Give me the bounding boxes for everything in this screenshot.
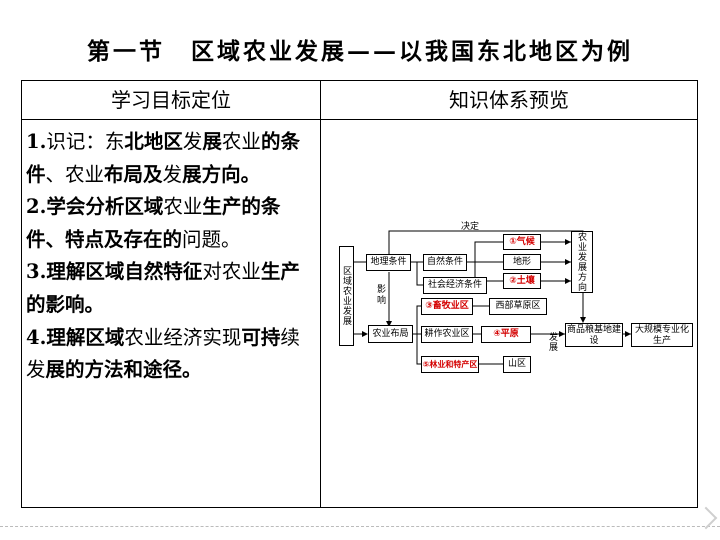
knowledge-diagram: 决定 区域农业发展 地理条件 自然条件 社会经济条件 ①气候 地形 ②土壤 影响… bbox=[321, 120, 697, 507]
goals-list: 1.识记：东北地区发展农业的条件、农业布局及发展方向。2.学会分析区域农业生产的… bbox=[22, 120, 320, 387]
goal-text: 学会分析区域 bbox=[46, 195, 164, 219]
goal-text: 展的方法和途径。 bbox=[45, 358, 202, 382]
goal-number: 4. bbox=[26, 325, 47, 349]
right-header-cell: 知识体系预览 bbox=[320, 80, 698, 120]
goal-text: 农业 bbox=[221, 130, 261, 153]
zone3-box: ③畜牧业区 bbox=[421, 298, 473, 315]
terrain-box: 地形 bbox=[503, 254, 541, 270]
goal-text: 发 bbox=[162, 162, 183, 186]
decide-label: 决定 bbox=[461, 222, 480, 232]
goal-text: 发 bbox=[182, 130, 203, 153]
goal-item: 2.学会分析区域农业生产的条件、特点及存在的问题。 bbox=[26, 191, 316, 256]
diagram-cell: 决定 区域农业发展 地理条件 自然条件 社会经济条件 ①气候 地形 ②土壤 影响… bbox=[320, 119, 698, 508]
left-header-cell: 学习目标定位 bbox=[21, 80, 321, 120]
zone4-box: ④平原 bbox=[481, 326, 531, 343]
right-header: 知识体系预览 bbox=[449, 88, 569, 112]
goal-text: 、农业 bbox=[45, 162, 105, 186]
goal-text: 北地区 bbox=[124, 130, 183, 153]
socio-cond-box: 社会经济条件 bbox=[423, 277, 487, 294]
region-dev-box: 区域农业发展 bbox=[339, 246, 354, 346]
goal-text: 对农业 bbox=[202, 260, 261, 284]
goal-text: 续发 bbox=[26, 325, 300, 382]
ag-layout-box: 农业布局 bbox=[368, 325, 413, 343]
goal-number: 3. bbox=[26, 260, 47, 284]
goal-text: 问题。 bbox=[182, 227, 241, 251]
large-scale-box: 大规模专业化生产 bbox=[631, 323, 693, 347]
goal-text: 识记：东 bbox=[46, 130, 125, 153]
soil-box: ②土壤 bbox=[503, 273, 541, 289]
mountain-box: 山区 bbox=[503, 356, 531, 373]
goal-text: 理解区域 bbox=[46, 325, 125, 349]
goal-text: 可持 bbox=[241, 325, 281, 349]
direction-box: 农业发展方向 bbox=[571, 231, 593, 293]
left-header: 学习目标定位 bbox=[111, 88, 231, 112]
diagram-connectors bbox=[353, 230, 631, 365]
goal-text: 生产的条件、特点及存在的 bbox=[26, 195, 281, 251]
footer-divider bbox=[0, 526, 720, 527]
goal-number: 1. bbox=[26, 130, 47, 153]
goal-item: 1.识记：东北地区发展农业的条件、农业布局及发展方向。 bbox=[26, 126, 316, 191]
goal-text: 布局及 bbox=[104, 162, 163, 186]
goal-text: 展 bbox=[202, 130, 222, 153]
grain-base-box: 商品粮基地建设 bbox=[565, 323, 623, 347]
page-title: 第一节 区域农业发展——以我国东北地区为例 bbox=[87, 38, 633, 65]
goal-text: 的条件 bbox=[26, 130, 300, 186]
goals-cell: 1.识记：东北地区发展农业的条件、农业布局及发展方向。2.学会分析区域农业生产的… bbox=[21, 119, 321, 508]
climate-box: ①气候 bbox=[503, 234, 541, 250]
goal-text: 展方向。 bbox=[182, 162, 261, 186]
influence-label: 影响 bbox=[377, 285, 387, 306]
geo-cond-box: 地理条件 bbox=[366, 254, 411, 271]
farm-zone-box: 耕作农业区 bbox=[421, 326, 473, 343]
goal-item: 4.理解区域农业经济实现可持续发展的方法和途径。 bbox=[26, 322, 316, 387]
goal-text: 理解区域自然特征 bbox=[46, 260, 203, 284]
goal-text: 生产的影响。 bbox=[26, 260, 300, 316]
forest-zone-box: ⑤林业和特产区 bbox=[421, 356, 479, 373]
goal-text: 农业经济实现 bbox=[124, 325, 242, 349]
goal-number: 2. bbox=[26, 195, 47, 219]
natural-cond-box: 自然条件 bbox=[423, 254, 467, 271]
goal-text: 农业 bbox=[163, 195, 203, 219]
develop-label: 发展 bbox=[547, 332, 557, 352]
content-table: 学习目标定位 知识体系预览 1.识记：东北地区发展农业的条件、农业布局及发展方向… bbox=[21, 80, 698, 508]
west-grass-box: 西部草原区 bbox=[489, 298, 547, 315]
goal-item: 3.理解区域自然特征对农业生产的影响。 bbox=[26, 256, 316, 321]
